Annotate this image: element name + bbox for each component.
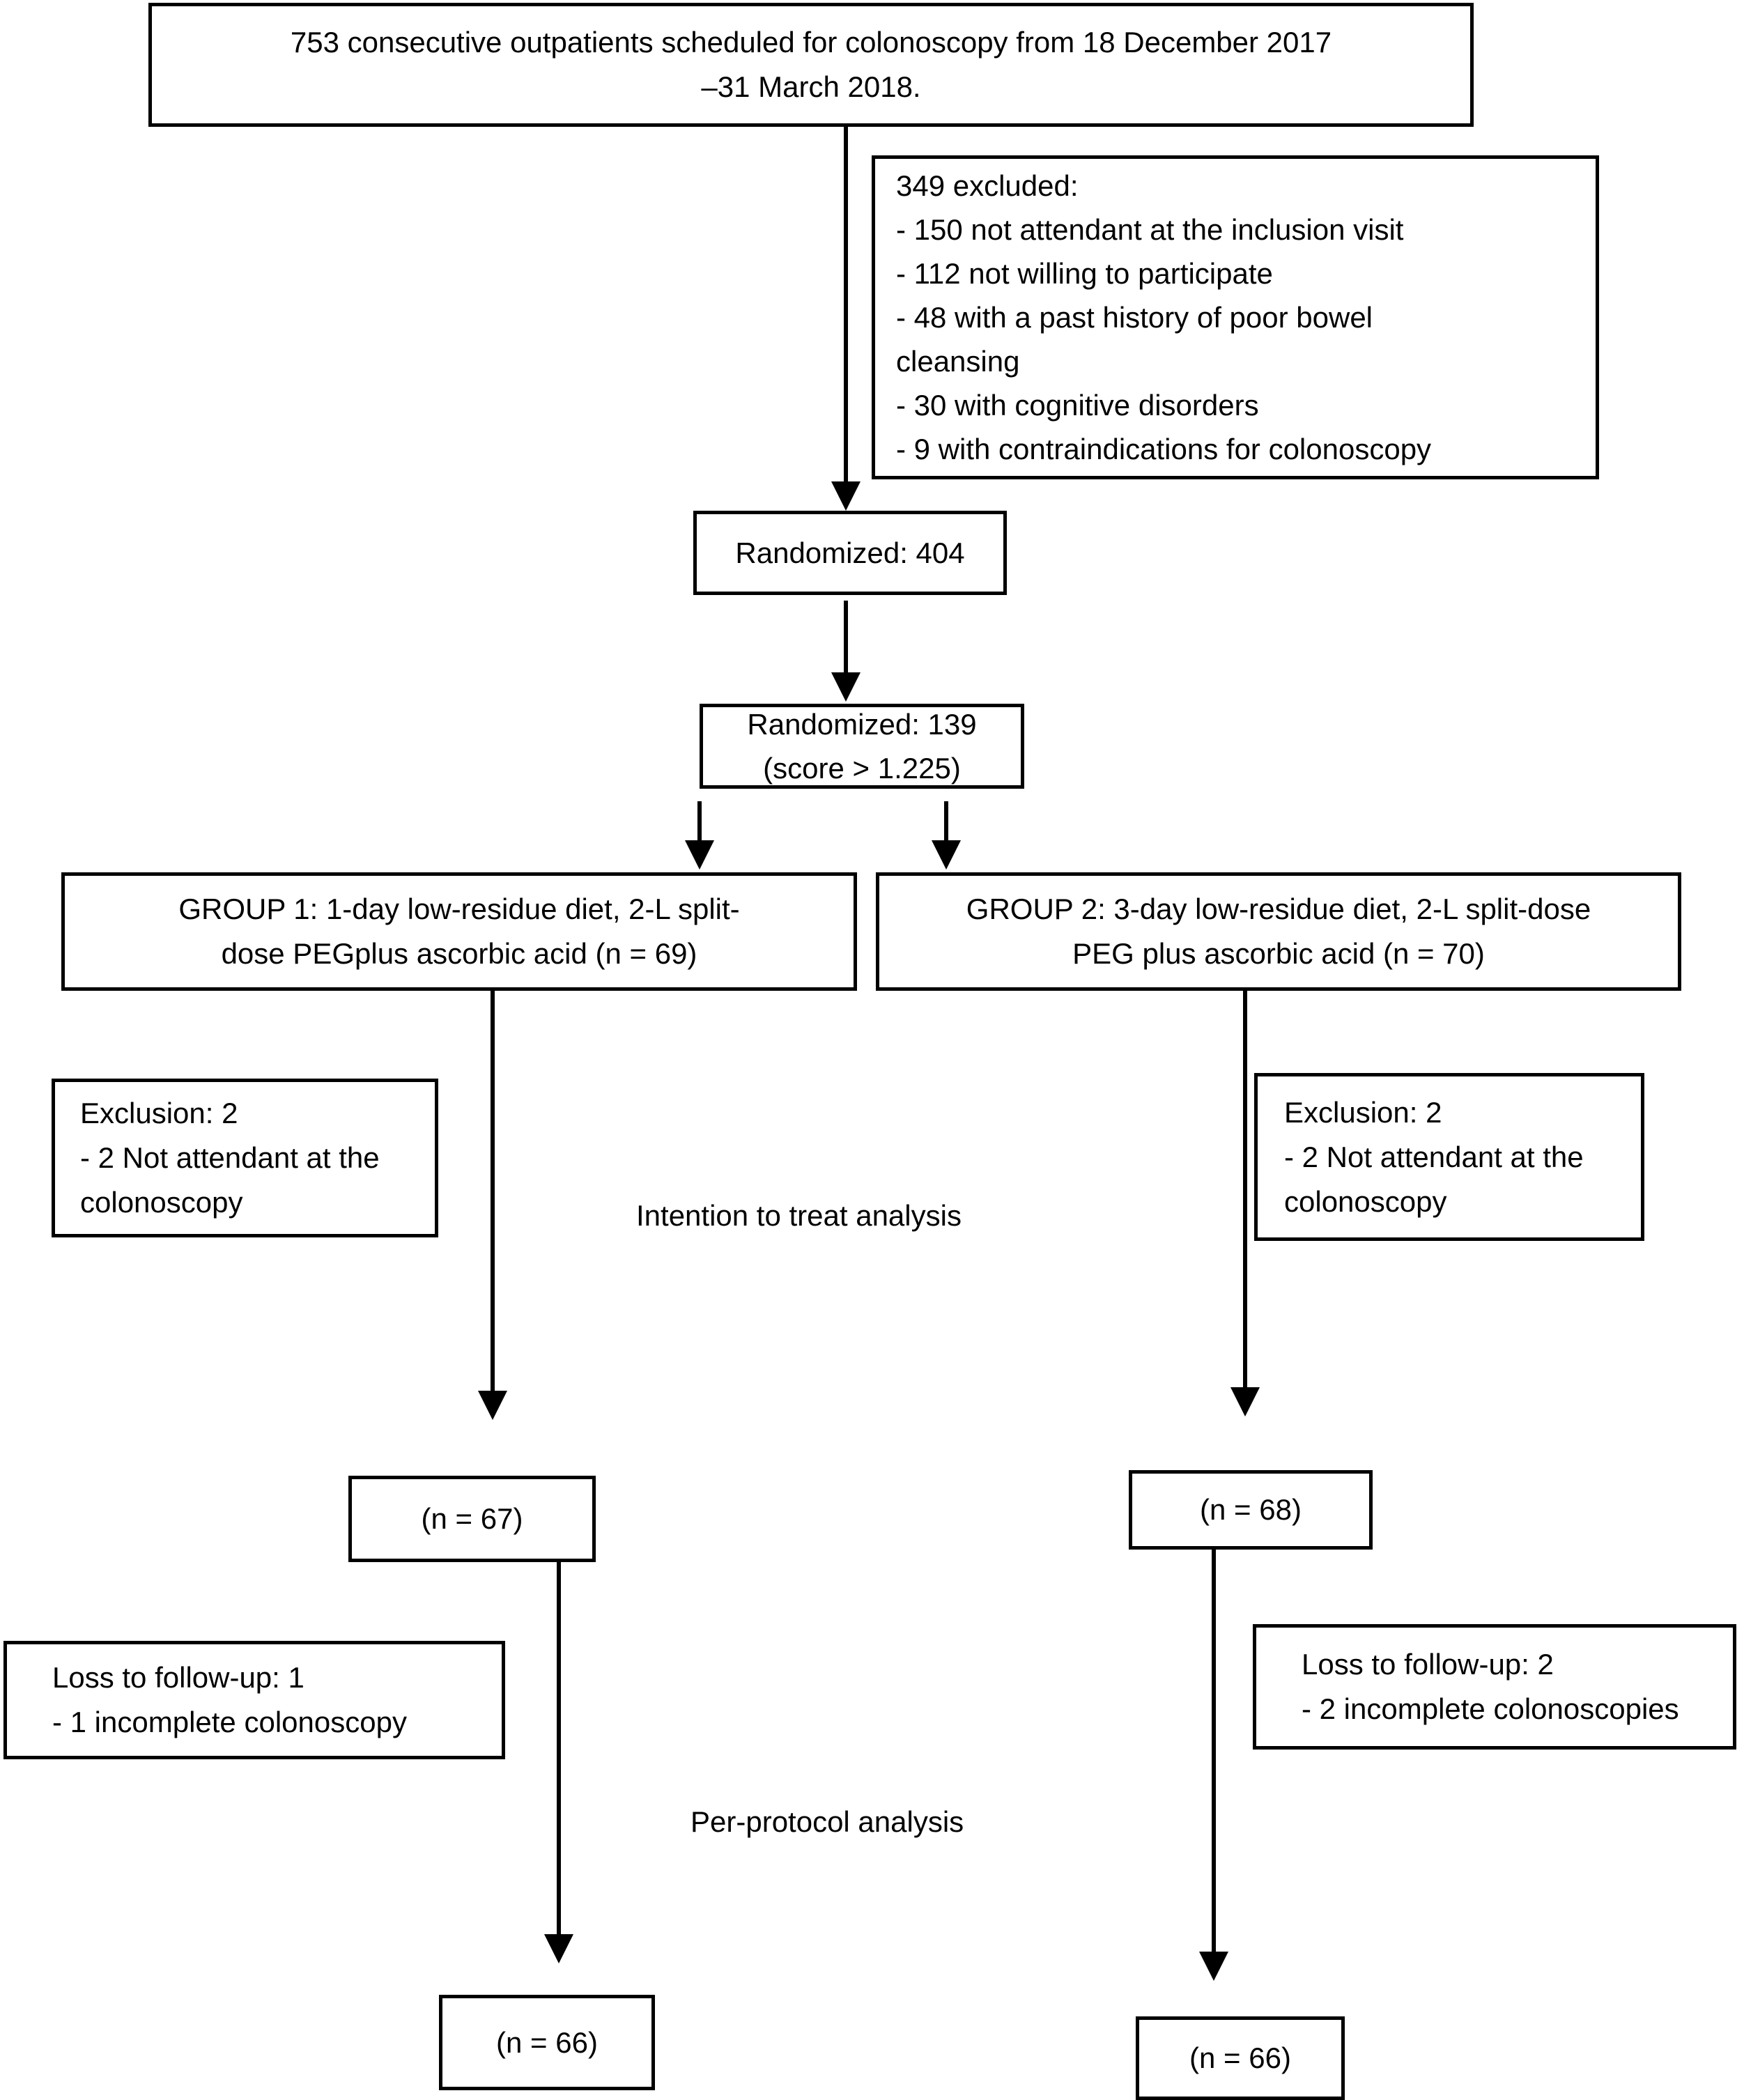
connector-group1-to-n67: [491, 991, 495, 1392]
enrollment-box: 753 consecutive outpatients scheduled fo…: [148, 3, 1474, 127]
excluded-line-4: - 48 with a past history of poor bowel: [896, 301, 1373, 334]
group2-box: GROUP 2: 3-day low-residue diet, 2-L spl…: [876, 872, 1681, 991]
group2-line-1: GROUP 2: 3-day low-residue diet, 2-L spl…: [966, 893, 1591, 925]
loss-left-box: Loss to follow-up: 1 - 1 incomplete colo…: [3, 1641, 505, 1759]
n66-left-box: (n = 66): [439, 1995, 655, 2090]
connector-139-to-group1: [697, 801, 702, 842]
loss-left-line-1: Loss to follow-up: 1: [52, 1661, 304, 1694]
n67-box: (n = 67): [348, 1476, 596, 1562]
connector-enrollment-to-404: [844, 127, 848, 482]
randomized-404-box: Randomized: 404: [693, 511, 1007, 595]
loss-right-line-1: Loss to follow-up: 2: [1302, 1648, 1554, 1681]
per-protocol-label: Per-protocol analysis: [690, 1805, 964, 1838]
connector-404-to-139: [844, 601, 848, 674]
n68-box: (n = 68): [1129, 1470, 1373, 1550]
group1-box: GROUP 1: 1-day low-residue diet, 2-L spl…: [61, 872, 857, 991]
group2-line-2: PEG plus ascorbic acid (n = 70): [1072, 937, 1485, 970]
loss-right-line-2: - 2 incomplete colonoscopies: [1302, 1692, 1679, 1725]
exclusion-right-box: Exclusion: 2 - 2 Not attendant at the co…: [1254, 1073, 1644, 1241]
connector-n68-to-n66: [1212, 1550, 1216, 1953]
loss-right-box: Loss to follow-up: 2 - 2 incomplete colo…: [1253, 1624, 1736, 1750]
excluded-box: 349 excluded: - 150 not attendant at the…: [872, 155, 1599, 479]
group1-line-1: GROUP 1: 1-day low-residue diet, 2-L spl…: [178, 893, 740, 925]
excluded-line-1: 349 excluded:: [896, 169, 1079, 202]
excluded-line-2: - 150 not attendant at the inclusion vis…: [896, 213, 1404, 246]
arrowhead-n68-to-n66: [1199, 1952, 1228, 1981]
connector-n67-to-n66: [557, 1562, 561, 1936]
exclusion-left-line-3: colonoscopy: [80, 1186, 243, 1219]
excluded-line-7: - 9 with contraindications for colonosco…: [896, 433, 1432, 465]
n67-line: (n = 67): [421, 1502, 523, 1535]
arrowhead-139-to-group2: [932, 840, 961, 870]
n66-right-line: (n = 66): [1189, 2041, 1291, 2074]
excluded-line-3: - 112 not willing to participate: [896, 257, 1273, 290]
arrowhead-n67-to-n66: [544, 1934, 573, 1963]
arrowhead-group1-to-n67: [478, 1391, 507, 1420]
intention-to-treat-label: Intention to treat analysis: [636, 1199, 962, 1232]
exclusion-left-line-2: - 2 Not attendant at the: [80, 1141, 380, 1174]
connector-group2-to-n68: [1243, 991, 1247, 1389]
exclusion-right-line-2: - 2 Not attendant at the: [1284, 1140, 1584, 1173]
exclusion-right-line-1: Exclusion: 2: [1284, 1095, 1442, 1129]
excluded-line-6: - 30 with cognitive disorders: [896, 389, 1259, 422]
enrollment-line-1: 753 consecutive outpatients scheduled fo…: [290, 26, 1332, 59]
n66-left-line: (n = 66): [496, 2025, 598, 2059]
exclusion-left-line-1: Exclusion: 2: [80, 1097, 238, 1129]
n66-right-box: (n = 66): [1136, 2016, 1345, 2100]
arrowhead-enrollment-to-404: [831, 481, 861, 511]
randomized-139-line-2: (score > 1.225): [763, 752, 961, 785]
exclusion-left-box: Exclusion: 2 - 2 Not attendant at the co…: [52, 1079, 438, 1237]
excluded-line-5: cleansing: [896, 345, 1020, 378]
loss-left-line-2: - 1 incomplete colonoscopy: [52, 1706, 407, 1738]
group1-line-2: dose PEGplus ascorbic acid (n = 69): [221, 937, 697, 970]
randomized-139-line-1: Randomized: 139: [747, 708, 977, 741]
exclusion-right-line-3: colonoscopy: [1284, 1184, 1447, 1218]
n68-line: (n = 68): [1200, 1493, 1302, 1526]
arrowhead-404-to-139: [831, 672, 861, 702]
arrowhead-139-to-group1: [685, 840, 714, 870]
randomized-139-box: Randomized: 139 (score > 1.225): [700, 704, 1024, 789]
enrollment-line-2: –31 March 2018.: [701, 70, 921, 103]
arrowhead-group2-to-n68: [1230, 1387, 1260, 1416]
connector-139-to-group2: [944, 801, 948, 842]
randomized-404-line: Randomized: 404: [735, 536, 965, 569]
